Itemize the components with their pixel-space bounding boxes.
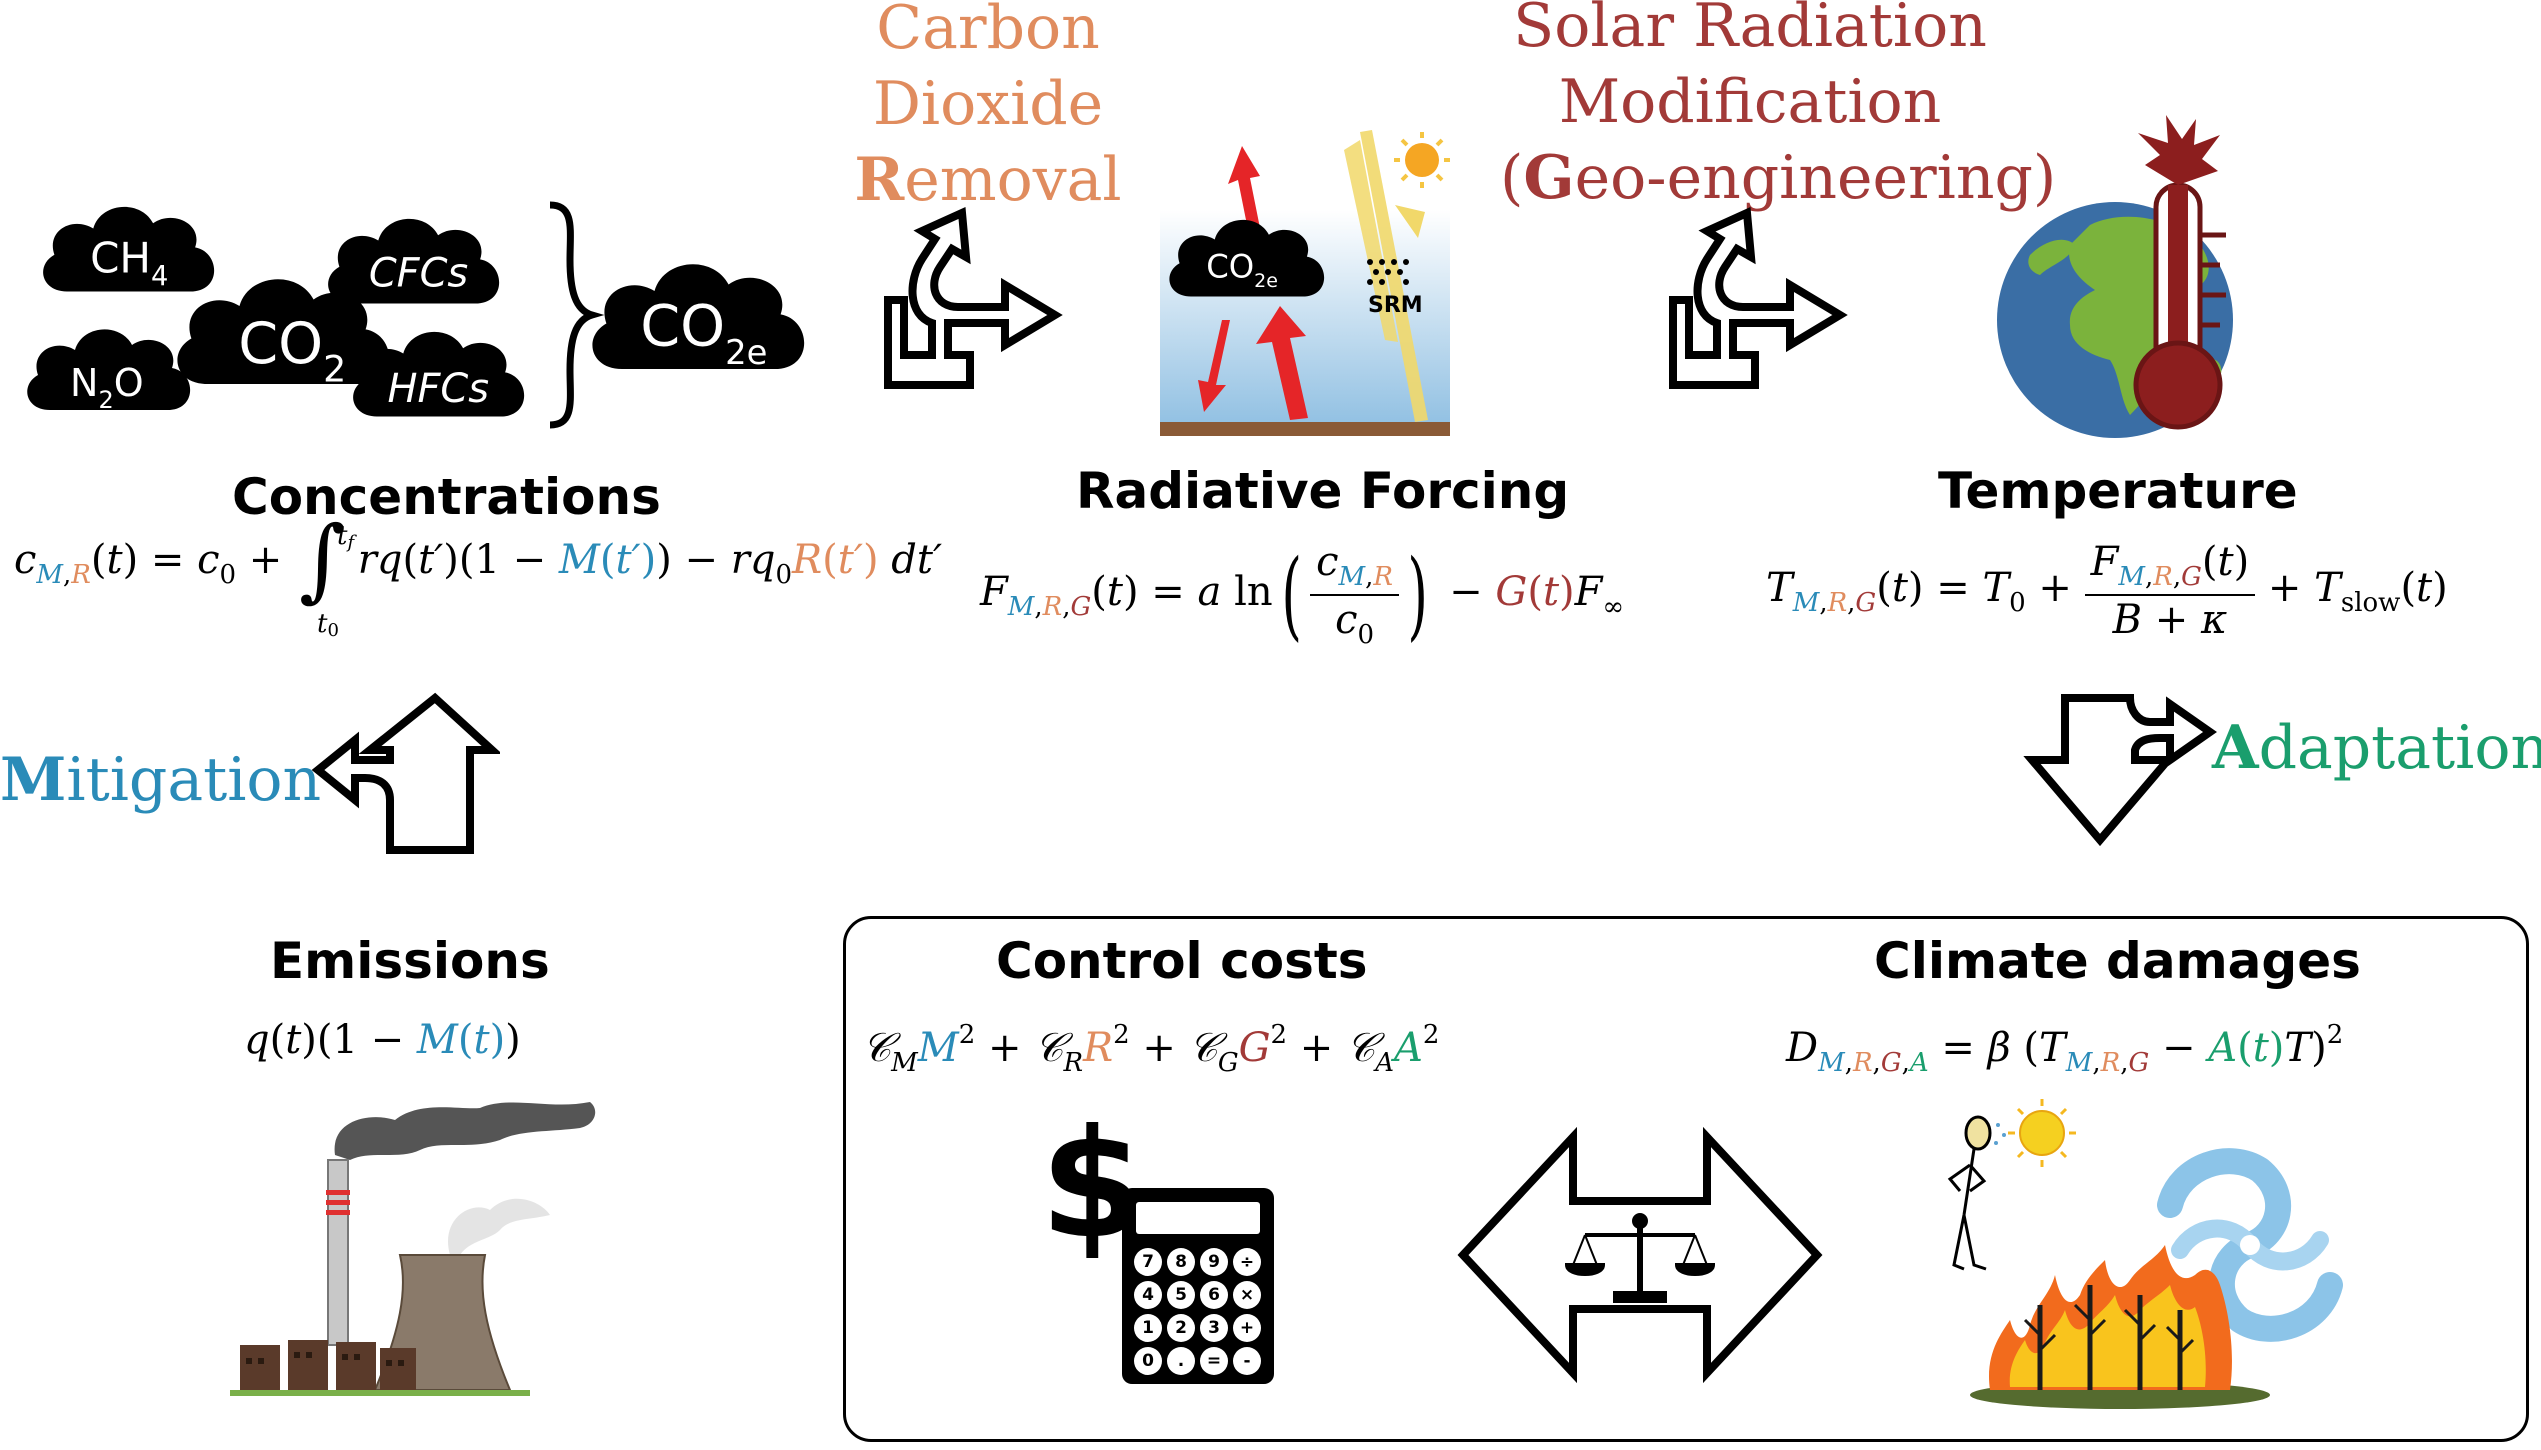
- calculator-key: ÷: [1233, 1248, 1261, 1276]
- svg-text:CO2e: CO2e: [640, 294, 767, 372]
- mitigation-initial: M: [0, 745, 67, 815]
- cdr-rest: emoval: [904, 145, 1122, 215]
- temperature-heading: Temperature: [1938, 462, 2298, 520]
- mitigation-rest: itigation: [66, 745, 322, 815]
- calculator-key: =: [1200, 1347, 1228, 1375]
- curly-brace: [549, 201, 605, 429]
- emissions-equation: q(t)(1 − M(t)): [244, 1017, 521, 1063]
- svg-text:CFCs: CFCs: [369, 251, 468, 297]
- cdr-branch-arrow: [884, 207, 1063, 389]
- calculator-key: 9: [1200, 1248, 1228, 1276]
- ground: [1160, 422, 1450, 436]
- cdr-line-1: Carbon: [876, 0, 1100, 63]
- reflected-sunlight: [1344, 140, 1398, 342]
- control-costs-equation: 𝒞MM2 + 𝒞RR2 + 𝒞GG2 + 𝒞AA2: [862, 1020, 1440, 1078]
- svg-text:CO2e: CO2e: [1206, 248, 1278, 293]
- cdr-initial: R: [854, 145, 905, 215]
- emissions-heading: Emissions: [270, 932, 550, 990]
- calculator-key: 3: [1200, 1314, 1228, 1342]
- overheated-person-icon: [1947, 1115, 1992, 1271]
- radiative-forcing-heading: Radiative Forcing: [1076, 462, 1570, 520]
- srm-rest: eo-engineering): [1574, 143, 2057, 213]
- calculator-key: 7: [1134, 1248, 1162, 1276]
- calculator-key: 1: [1134, 1314, 1162, 1342]
- calculator-key: 2: [1167, 1314, 1195, 1342]
- srm-text: SRM: [1368, 293, 1423, 318]
- calculator-key: ×: [1233, 1281, 1261, 1309]
- srm-line-1: Solar Radiation: [1513, 0, 1987, 61]
- factory-buildings: [240, 1340, 416, 1390]
- adaptation-rest: daptation: [2258, 713, 2541, 783]
- incoming-sunlight: [1360, 130, 1428, 422]
- wildfire-icon: [1970, 1245, 2270, 1409]
- concentrations-heading: Concentrations: [232, 468, 661, 526]
- srm-initial: G: [1523, 143, 1575, 213]
- hurricane-icon: [2157, 1148, 2343, 1342]
- balance-double-arrow: [1457, 1126, 1823, 1384]
- calculator-key: +: [1233, 1314, 1261, 1342]
- calculator-key: .: [1167, 1347, 1195, 1375]
- costs-damages-panel: [843, 916, 2529, 1442]
- back-radiation-arrow: [1198, 320, 1230, 412]
- scales-icon: [1564, 1213, 1716, 1303]
- chimney-smoke: [334, 1102, 596, 1160]
- thermometer-icon: [2133, 115, 2226, 430]
- thermometer-burst: [2138, 115, 2220, 185]
- calculator-key: 5: [1167, 1281, 1195, 1309]
- power-plant-illustration: [230, 1102, 596, 1396]
- adaptation-branch-arrow: [2023, 694, 2217, 847]
- calculator-key: 6: [1200, 1281, 1228, 1309]
- sweat-drops: [1994, 1123, 2006, 1145]
- calculator-key: 0: [1134, 1347, 1162, 1375]
- srm-line-2: Modification: [1558, 67, 1942, 137]
- srm-branch-arrow: [1669, 207, 1848, 389]
- outgoing-radiation-arrow: [1228, 146, 1262, 240]
- n2o-cloud: N2O: [27, 329, 191, 414]
- mitigation-label: Mitigation: [0, 742, 321, 818]
- damages-sun-icon: [2008, 1099, 2076, 1167]
- svg-text:N2O: N2O: [70, 361, 144, 414]
- carbon-dioxide-removal-label: Carbon Dioxide Removal: [838, 0, 1138, 218]
- solar-radiation-modification-label: Solar Radiation Modification (Geo-engine…: [1500, 0, 2056, 216]
- srm-open-paren: (: [1500, 143, 1524, 213]
- calculator-key: 4: [1134, 1281, 1162, 1309]
- cdr-line-2: Dioxide: [872, 69, 1104, 139]
- srm-line-3: (Geo-engineering): [1500, 140, 2056, 216]
- control-costs-heading: Control costs: [996, 932, 1368, 990]
- radiative-forcing-illustration: CO2e SRM: [1160, 130, 1450, 436]
- co2e-cloud: CO2e: [592, 264, 805, 372]
- greenhouse-gas-clouds: CH4 CFCs CO2 N2O HFCs CO2e: [27, 201, 805, 429]
- climate-damages-equation: DM,R,G,A = β (TM,R,G − A(t)T)2: [1786, 1020, 2344, 1078]
- co2-cloud: CO2: [177, 279, 390, 390]
- mitigation-branch-arrow: [311, 692, 500, 854]
- hfcs-cloud: HFCs: [353, 331, 525, 417]
- temperature-equation: TM,R,G(t) = T0 + FM,R,G(t)B + κ + Tslow(…: [1766, 539, 2448, 643]
- adaptation-initial: A: [2212, 713, 2259, 783]
- cfcs-cloud: CFCs: [328, 218, 500, 304]
- chimney: [327, 1159, 349, 1346]
- temperature-illustration: [1997, 115, 2233, 438]
- forcing-co2e-cloud: CO2e: [1169, 219, 1325, 297]
- sun-icon: [1394, 132, 1450, 188]
- surface-emission-arrow: [1256, 306, 1308, 420]
- adaptation-label: Adaptation: [2212, 710, 2541, 786]
- ch4-cloud: CH4: [43, 206, 215, 293]
- calculator-display: [1136, 1202, 1260, 1234]
- climate-damages-heading: Climate damages: [1874, 932, 2361, 990]
- sunlight-deflector: [1395, 205, 1425, 238]
- climate-damages-illustration: [1947, 1099, 2343, 1409]
- srm-aerosols: [1367, 259, 1409, 285]
- svg-text:CO2: CO2: [238, 311, 346, 390]
- svg-text:CH4: CH4: [90, 234, 168, 293]
- calculator-key: 8: [1167, 1248, 1195, 1276]
- cdr-line-3: Removal: [838, 142, 1138, 218]
- ground-strip: [230, 1390, 530, 1396]
- svg-text:HFCs: HFCs: [388, 366, 490, 412]
- calculator-key: -: [1233, 1347, 1261, 1375]
